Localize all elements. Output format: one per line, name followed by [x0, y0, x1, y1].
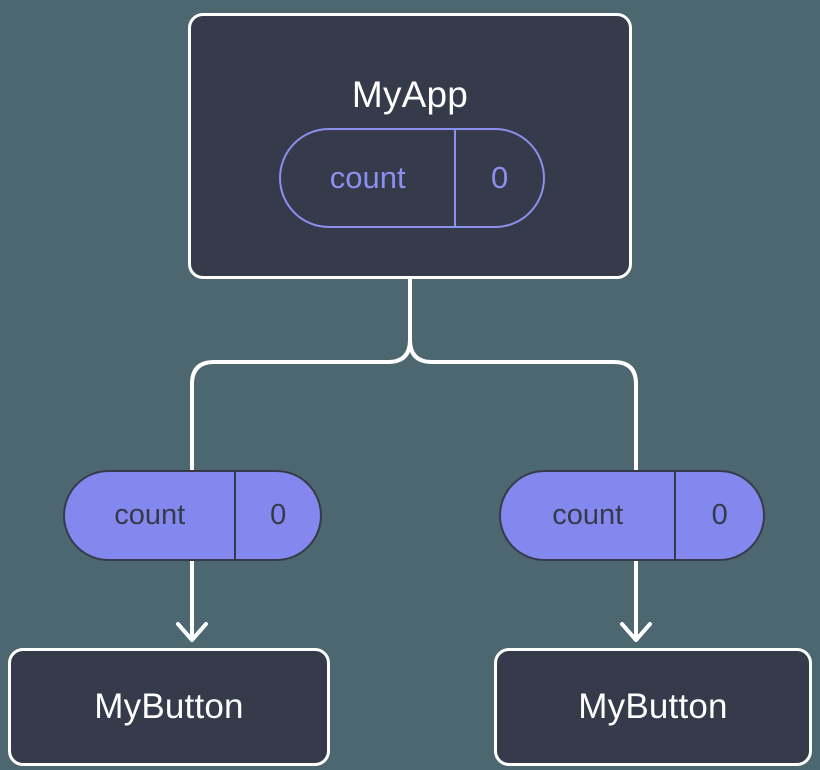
node-mybutton-left[interactable]: MyButton — [8, 648, 330, 766]
prop-pill-right-value: 0 — [674, 472, 763, 559]
prop-pill-left-key: count — [114, 499, 186, 531]
state-pill-myapp-key: count — [329, 160, 406, 195]
prop-pill-left-value: 0 — [234, 472, 320, 559]
node-myapp[interactable]: MyApp — [188, 13, 632, 279]
node-myapp-label: MyApp — [351, 74, 469, 115]
edge-app-to-children — [190, 276, 638, 472]
prop-pill-left-count[interactable]: count 0 — [63, 470, 322, 561]
arrow-head-left — [176, 622, 208, 642]
node-mybutton-left-label: MyButton — [94, 687, 244, 726]
prop-pill-right-count[interactable]: count 0 — [499, 470, 765, 561]
node-mybutton-right-label: MyButton — [578, 687, 728, 726]
arrow-head-right — [620, 622, 652, 642]
node-mybutton-right[interactable]: MyButton — [494, 648, 812, 766]
prop-pill-right-key: count — [552, 499, 624, 531]
state-pill-myapp-count[interactable]: count 0 — [279, 128, 545, 228]
state-pill-myapp-value: 0 — [454, 130, 543, 226]
